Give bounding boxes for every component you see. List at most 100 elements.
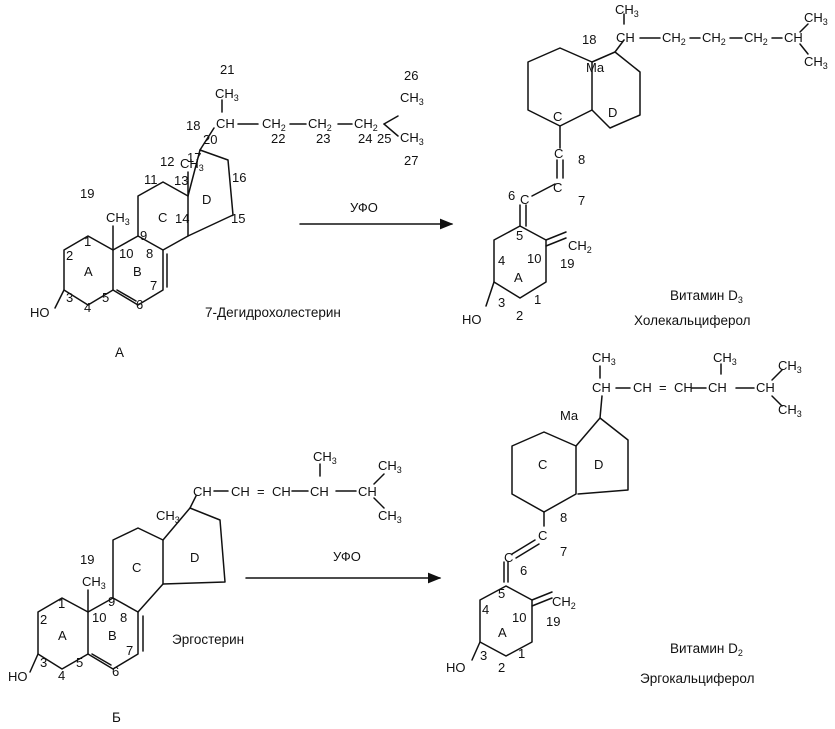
atom-number: 9 <box>140 228 147 243</box>
ring-label: D <box>202 192 211 207</box>
atom-number: 3 <box>498 295 505 310</box>
ch-25: CH <box>358 484 377 499</box>
methyl-28: CH3 <box>313 449 337 466</box>
atom-number: 1 <box>58 596 65 611</box>
ring-label: A <box>514 270 523 285</box>
ring-label: C <box>158 210 167 225</box>
ch2-23: CH2 <box>308 116 332 133</box>
ch-22: CH <box>231 484 250 499</box>
ch2-19: CH2 <box>568 238 592 255</box>
atom-number: 26 <box>404 68 418 83</box>
ho-group: HO <box>30 305 50 320</box>
methyl-21: CH3 <box>592 350 616 367</box>
atom-number: 19 <box>80 186 94 201</box>
atom-number: 5 <box>516 228 523 243</box>
methyl-27: CH3 <box>400 130 424 147</box>
atom-number: 6 <box>112 664 119 679</box>
atom-number: 10 <box>527 251 541 266</box>
atom-number: 10 <box>512 610 526 625</box>
ring-label: C <box>553 109 562 124</box>
atom-number: 27 <box>404 153 418 168</box>
reaction-arrow-a: УФО <box>299 200 454 230</box>
ch2-22: CH2 <box>262 116 286 133</box>
ch-23: CH <box>674 380 693 395</box>
ring-label: D <box>594 457 603 472</box>
ch-24: CH <box>708 380 727 395</box>
uv-label: УФО <box>350 200 378 215</box>
atom-number: 8 <box>578 152 585 167</box>
atom-number: 2 <box>40 612 47 627</box>
atom-number: 8 <box>560 510 567 525</box>
ring-label: A <box>58 628 67 643</box>
atom-number: 14 <box>175 211 189 226</box>
atom-number: 1 <box>84 234 91 249</box>
atom-number: 3 <box>480 648 487 663</box>
ch-20: CH <box>193 484 212 499</box>
ho-group: HO <box>8 669 28 684</box>
methyl-26: CH3 <box>804 10 828 27</box>
atom-number: 7 <box>150 278 157 293</box>
methyl-26: CH3 <box>778 358 802 375</box>
ring-label: A <box>84 264 93 279</box>
atom-number: 3 <box>66 290 73 305</box>
ch2: CH2 <box>662 30 686 47</box>
atom-number: 4 <box>84 300 91 315</box>
atom-number: 8 <box>120 610 127 625</box>
methyl-21: CH3 <box>615 2 639 19</box>
methyl-21: CH3 <box>215 86 239 103</box>
atom-number: 1 <box>518 646 525 661</box>
methyl-19: CH3 <box>82 574 106 591</box>
carbon-c6: C <box>504 550 513 565</box>
methyl-27: CH3 <box>804 54 828 71</box>
ch2-24: CH2 <box>354 116 378 133</box>
ho-group: HO <box>462 312 482 327</box>
double-bond-sign: = <box>659 380 667 395</box>
atom-number: 8 <box>146 246 153 261</box>
ch-23: CH <box>272 484 291 499</box>
ho-group: HO <box>446 660 466 675</box>
atom-number: 12 <box>160 154 174 169</box>
ch2-19: CH2 <box>552 594 576 611</box>
panel-label-b: Б <box>112 710 121 725</box>
labels-ergosterol: HO CH3 CH3 CH CH = CH CH CH3 CH CH3 CH3 … <box>8 449 402 725</box>
methyl-27: CH3 <box>778 402 802 419</box>
atom-number: 6 <box>136 297 143 312</box>
atom-number: 23 <box>316 131 330 146</box>
structure-vitamin-d2 <box>471 363 783 661</box>
methyl-27: CH3 <box>378 508 402 525</box>
atom-number: 19 <box>560 256 574 271</box>
compound-name-cholecalciferol: Холекальциферол <box>634 313 751 328</box>
compound-name-vitamin-d2: Витамин D2 <box>670 641 743 658</box>
ch2: CH2 <box>702 30 726 47</box>
atom-number: 17 <box>187 150 201 165</box>
atom-number: 20 <box>203 132 217 147</box>
carbon-c8: C <box>554 146 563 161</box>
ring-label: B <box>133 264 142 279</box>
labels-vitamin-d3: CH3 CH CH2 CH2 CH2 CH CH3 CH3 18 Ma C D … <box>462 2 828 328</box>
ring-label: D <box>190 550 199 565</box>
methyl-ma: Ma <box>560 408 579 423</box>
methyl-26: CH3 <box>400 90 424 107</box>
ch-20: CH <box>616 30 635 45</box>
atom-number: 13 <box>174 173 188 188</box>
atom-number: 11 <box>144 172 158 187</box>
atom-number: 2 <box>66 248 73 263</box>
atom-number: 6 <box>508 188 515 203</box>
atom-number: 7 <box>560 544 567 559</box>
ring-label: D <box>608 105 617 120</box>
carbon-c6: C <box>520 192 529 207</box>
atom-number: 2 <box>498 660 505 675</box>
ring-label: C <box>132 560 141 575</box>
ch-20: CH <box>216 116 235 131</box>
atom-number: 24 <box>358 131 372 146</box>
methyl-18: CH3 <box>180 156 204 173</box>
atom-number: 9 <box>108 594 115 609</box>
carbon-c8: C <box>538 528 547 543</box>
reaction-arrow-b: УФО <box>245 549 442 584</box>
compound-name-ergosterol: Эргостерин <box>172 632 244 647</box>
compound-name-vitamin-d3: Витамин D3 <box>670 288 743 305</box>
ch-22: CH <box>633 380 652 395</box>
double-bond-sign: = <box>257 484 265 499</box>
methyl-28: CH3 <box>713 350 737 367</box>
